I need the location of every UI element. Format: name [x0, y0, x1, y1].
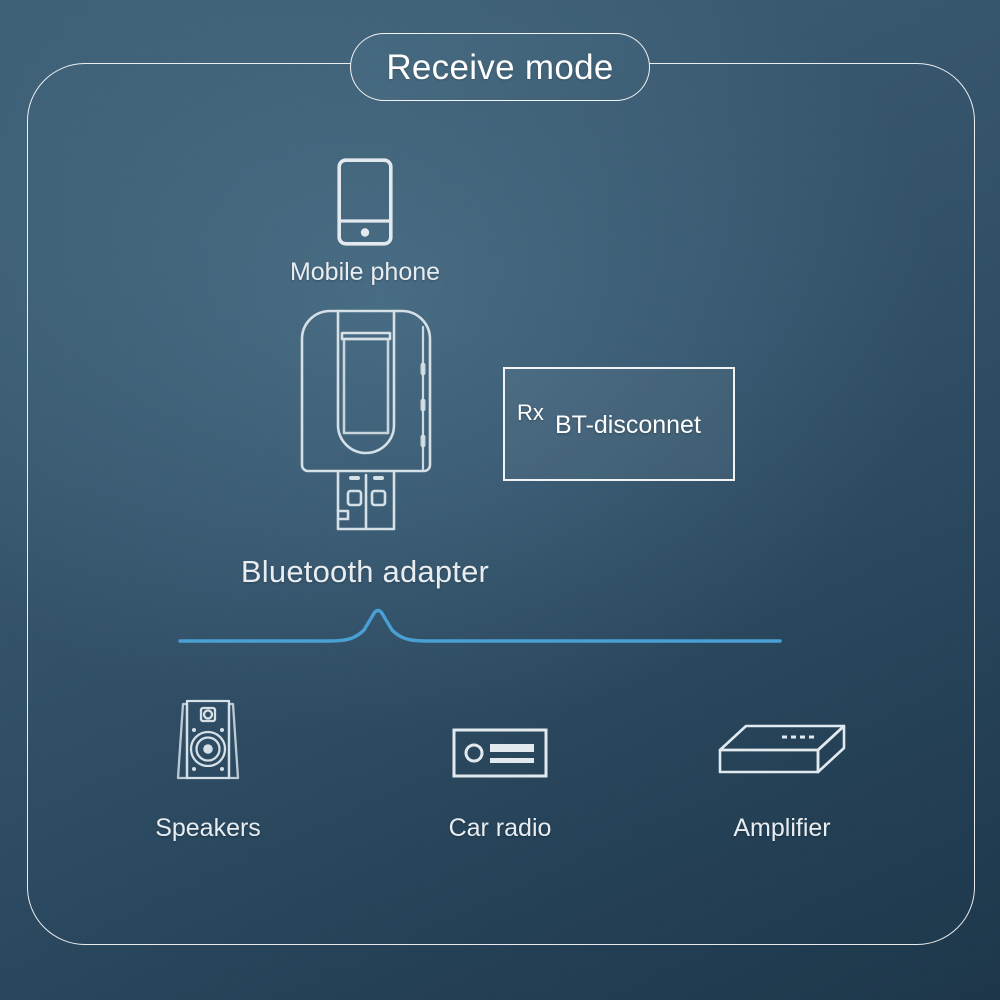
bluetooth-adapter-label: Bluetooth adapter [240, 554, 490, 589]
signal-connector-line [178, 605, 800, 665]
outer-frame-border [27, 63, 975, 945]
page-title: Receive mode [386, 47, 614, 87]
usb-bluetooth-adapter-icon [296, 305, 436, 537]
bluetooth-status-label: BT-disconnet [555, 411, 701, 439]
status-display-panel: Rx BT-disconnet [503, 367, 735, 481]
mobile-phone-label: Mobile phone [289, 258, 441, 286]
car-radio-icon [452, 728, 548, 778]
mobile-phone-icon [337, 158, 393, 246]
amplifier-icon [718, 724, 846, 782]
amplifier-label: Amplifier [733, 814, 831, 842]
speakers-label: Speakers [155, 814, 261, 842]
car-radio-label: Car radio [448, 814, 552, 842]
mode-indicator-label: Rx [517, 400, 544, 425]
title-pill: Receive mode [350, 33, 650, 101]
speakers-icon [170, 694, 246, 782]
